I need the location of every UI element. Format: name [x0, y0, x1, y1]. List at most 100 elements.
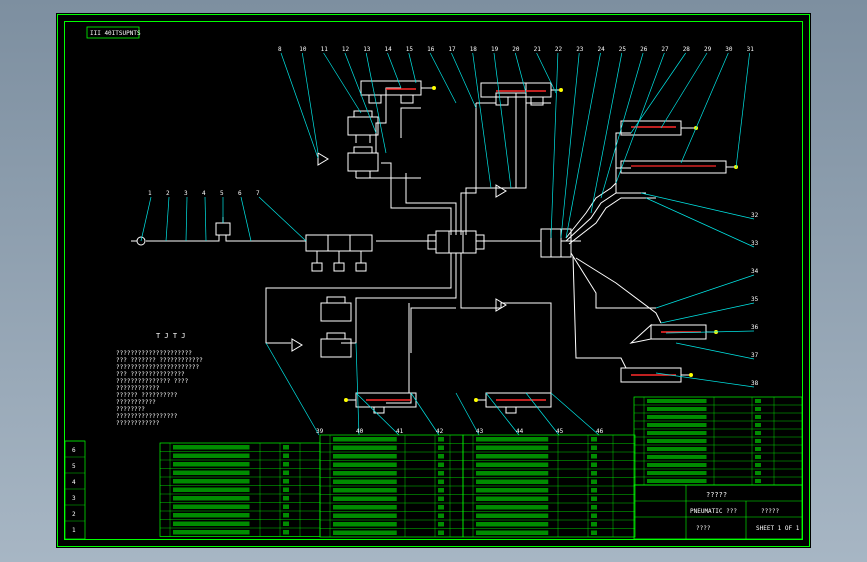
table-text-mark: [333, 488, 397, 493]
table-text-mark: [591, 479, 597, 484]
table-text-mark: [283, 487, 289, 492]
table-text-mark: [755, 407, 761, 411]
note-line: ??????????????? ????: [116, 378, 189, 385]
callout-number: 27: [661, 46, 669, 53]
table-text-mark: [647, 455, 707, 459]
callout-leader: [493, 52, 512, 189]
callout-number: 13: [363, 46, 371, 53]
table-text-mark: [173, 496, 250, 501]
callout-leader: [660, 52, 708, 129]
table-text-mark: [476, 471, 549, 476]
table-text-mark: [333, 530, 397, 535]
callout-number: 39: [316, 428, 324, 435]
table-text-mark: [438, 445, 444, 450]
table-text-mark: [476, 479, 549, 484]
table-text-mark: [283, 462, 289, 467]
callout-number: 7: [256, 190, 260, 197]
table-text-mark: [333, 462, 397, 467]
callout-number: 40: [356, 428, 364, 435]
callout-number: 22: [555, 46, 563, 53]
callout-number: 16: [427, 46, 435, 53]
valve-top-2-icon: [347, 146, 379, 178]
callout-leader: [365, 52, 387, 154]
callout-leader: [565, 52, 601, 239]
manifold-valve-icon: [540, 228, 572, 258]
callout-number: 21: [534, 46, 542, 53]
callout-leader: [560, 52, 580, 239]
table-text-mark: [647, 415, 707, 419]
callout-number: 31: [747, 46, 755, 53]
table-text-mark: [591, 437, 597, 442]
strip-label: 3: [72, 495, 76, 502]
callout-number: 42: [436, 428, 444, 435]
callout-number: 15: [406, 46, 414, 53]
table-text-mark: [438, 437, 444, 442]
note-line: ???????????: [116, 399, 156, 406]
strip-label: 6: [72, 447, 76, 454]
callout-leader: [536, 52, 557, 94]
table-text-mark: [755, 415, 761, 419]
callout-leader: [660, 302, 755, 324]
table-text-mark: [755, 399, 761, 403]
callout-number: 44: [516, 428, 524, 435]
strip-frame: [64, 440, 86, 540]
drawing-number: ????: [696, 525, 711, 532]
table-text-mark: [173, 470, 250, 475]
callout-leader: [408, 52, 417, 84]
callout-leader: [185, 196, 188, 242]
table-text-mark: [591, 488, 597, 493]
note-line: ?????????????????: [116, 413, 178, 420]
callout-number: 5: [220, 190, 224, 197]
table-text-mark: [333, 496, 397, 501]
callout-number: 43: [476, 428, 484, 435]
callout-leader: [630, 52, 686, 134]
accent-details: [344, 86, 738, 402]
table-text-mark: [283, 513, 289, 518]
callout-number: 30: [725, 46, 733, 53]
table-text-mark: [591, 462, 597, 467]
callout-leader: [429, 52, 457, 104]
table-text-mark: [755, 423, 761, 427]
note-line: ?????????????????????: [116, 350, 192, 357]
callout-number: 34: [751, 268, 759, 275]
table-text-mark: [333, 437, 397, 442]
callout-number: 18: [470, 46, 478, 53]
callout-number: 10: [299, 46, 307, 53]
check-valve-bottom-icon: [291, 338, 303, 352]
table-text-mark: [755, 479, 761, 483]
table-text-mark: [476, 488, 549, 493]
callout-leader: [455, 392, 480, 436]
table-text-mark: [647, 439, 707, 443]
note-line: ???????????????????????: [116, 364, 199, 371]
callout-leader: [355, 342, 360, 436]
table-text-mark: [591, 496, 597, 501]
corner-tag: III 40ITSUPNTS: [86, 26, 141, 39]
air-source-icon: [131, 236, 146, 246]
callout-number: 14: [385, 46, 393, 53]
cylinder-right-3-icon: [629, 323, 716, 344]
inner-border: [64, 21, 803, 540]
callout-leader: [387, 52, 402, 89]
table-text-mark: [283, 479, 289, 484]
table-text-mark: [647, 479, 707, 483]
table-text-mark: [173, 487, 250, 492]
callout-number: 36: [751, 324, 759, 331]
callout-number: 23: [576, 46, 584, 53]
table-text-mark: [755, 463, 761, 467]
table-text-mark: [333, 445, 397, 450]
table-text-mark: [476, 522, 549, 527]
callout-leader: [258, 196, 307, 242]
note-line: ????????: [116, 406, 145, 413]
callout-leader: [665, 330, 755, 334]
callout-leader: [735, 52, 750, 169]
cylinder-top-right-icon: [480, 82, 561, 106]
table-text-mark: [591, 471, 597, 476]
table-text-mark: [647, 423, 707, 427]
parts-list: [159, 396, 803, 538]
callout-number: 35: [751, 296, 759, 303]
callout-leader: [615, 52, 665, 184]
callout-number: 4: [202, 190, 206, 197]
